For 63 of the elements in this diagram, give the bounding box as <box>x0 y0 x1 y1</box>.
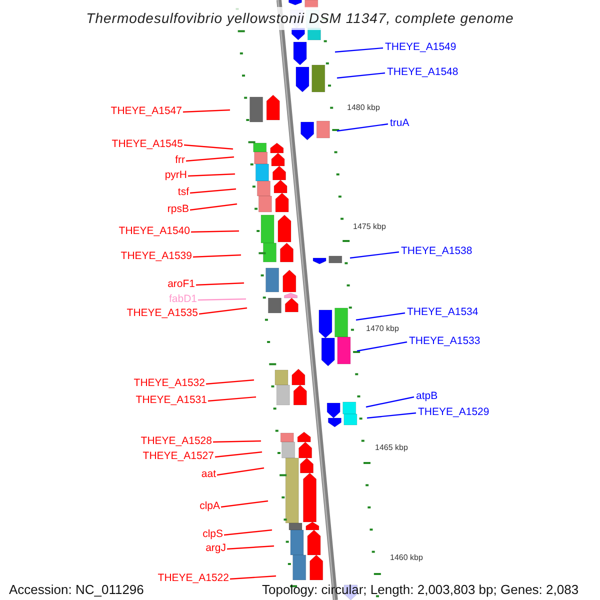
position-label: 1475 kbp <box>353 222 386 232</box>
leader-line <box>216 467 264 476</box>
position-label: 1465 kbp <box>375 443 408 453</box>
gene-label: pyrH <box>164 169 187 182</box>
gene-label: fabD1 <box>168 293 197 306</box>
gene-label: THEYE_A1535 <box>126 307 198 320</box>
gene-label: argJ <box>206 542 226 555</box>
gene-label: THEYE_A1545 <box>112 138 183 151</box>
leader-line <box>336 123 388 132</box>
gene-label: THEYE_A1540 <box>118 225 190 238</box>
leader-line <box>356 341 408 352</box>
gene-label: THEYE_A1548 <box>387 66 458 79</box>
gene-label: THEYE_A1539 <box>120 250 192 263</box>
leader-line <box>206 379 254 385</box>
leader-line <box>356 312 406 321</box>
position-label: 1480 kbp <box>347 103 380 113</box>
gene-label: frr <box>175 154 185 167</box>
leader-line <box>196 282 244 286</box>
gene-label: THEYE_A1533 <box>409 335 480 348</box>
gene-label: THEYE_A1549 <box>385 41 456 54</box>
leader-line <box>220 500 268 508</box>
leader-line <box>212 440 262 443</box>
gene-label: THEYE_A1529 <box>418 406 490 419</box>
leader-line <box>226 545 274 550</box>
leader-line <box>334 47 384 53</box>
gene-label: THEYE_A1547 <box>110 105 182 118</box>
gene-label: aat <box>201 468 216 481</box>
gene-label: aroF1 <box>168 278 195 291</box>
gene-label: THEYE_A1538 <box>401 245 472 258</box>
leader-line <box>224 529 272 536</box>
gene-label: tsf <box>178 186 189 199</box>
leader-line <box>186 156 234 162</box>
leader-line <box>182 109 230 113</box>
gene-label: THEYE_A1532 <box>134 377 205 390</box>
leader-line <box>198 307 248 315</box>
gene-label: THEYE_A1522 <box>158 572 229 585</box>
leader-line <box>350 251 400 259</box>
leader-line <box>214 451 262 458</box>
gene-label: atpB <box>416 390 438 403</box>
position-label: 1460 kbp <box>390 553 423 563</box>
leader-line <box>208 396 256 402</box>
genome-info-text: Accession: NC_011296 <box>9 582 144 598</box>
gene-label: clpS <box>202 528 223 541</box>
gene-label: THEYE_A1531 <box>136 394 207 407</box>
leader-line <box>230 575 276 580</box>
leader-line <box>188 173 236 177</box>
leader-line <box>366 396 414 408</box>
leader-line <box>184 144 234 150</box>
leader-line <box>190 188 236 194</box>
leader-line <box>336 72 386 79</box>
leader-line <box>366 412 416 419</box>
gene-label: rpsB <box>167 203 189 216</box>
gene-label: THEYE_A1527 <box>142 450 214 463</box>
leader-line <box>192 254 242 258</box>
leader-line <box>190 203 238 211</box>
gene-label: THEYE_A1528 <box>140 435 212 448</box>
position-label: 1470 kbp <box>366 324 399 334</box>
gene-label: truA <box>390 117 410 130</box>
leader-line <box>190 230 240 233</box>
gene-label: THEYE_A1534 <box>407 306 478 319</box>
gene-label: clpA <box>200 500 220 513</box>
leader-line <box>198 298 246 301</box>
genome-info-text: Topology: circular; Length: 2,003,803 bp; Genes: 2,083 <box>262 582 579 598</box>
